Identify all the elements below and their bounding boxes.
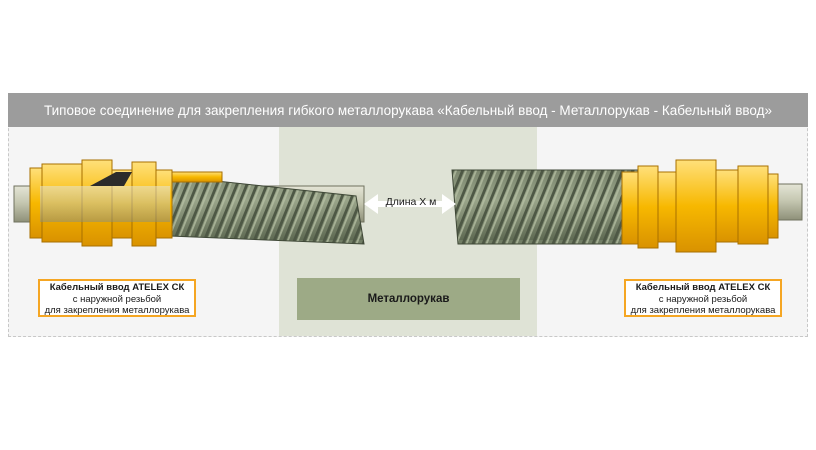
- left-gland-label-line2: с наружной резьбой: [72, 293, 162, 305]
- right-gland-label-line3: для закрепления металлорукава: [630, 305, 776, 316]
- hose-label: Металлорукав: [297, 278, 520, 320]
- diagram-title: Типовое соединение для закрепления гибко…: [8, 93, 808, 127]
- left-gland: [29, 159, 223, 247]
- left-gland-label-title: Кабельный ввод ATELEX СК: [49, 282, 185, 293]
- length-label: Длина Х м: [385, 196, 437, 208]
- right-gland-label-line2: с наружной резьбой: [658, 293, 748, 305]
- left-gland-label-line3: для закрепления металлорукава: [44, 305, 190, 316]
- right-gland-label-title: Кабельный ввод ATELEX СК: [635, 282, 771, 293]
- right-hose: [451, 169, 641, 245]
- left-gland-label: Кабельный ввод ATELEX СК с наружной резь…: [38, 279, 196, 317]
- right-gland-label: Кабельный ввод ATELEX СК с наружной резь…: [624, 279, 782, 317]
- length-arrow: [364, 194, 456, 214]
- right-gland: [621, 159, 779, 253]
